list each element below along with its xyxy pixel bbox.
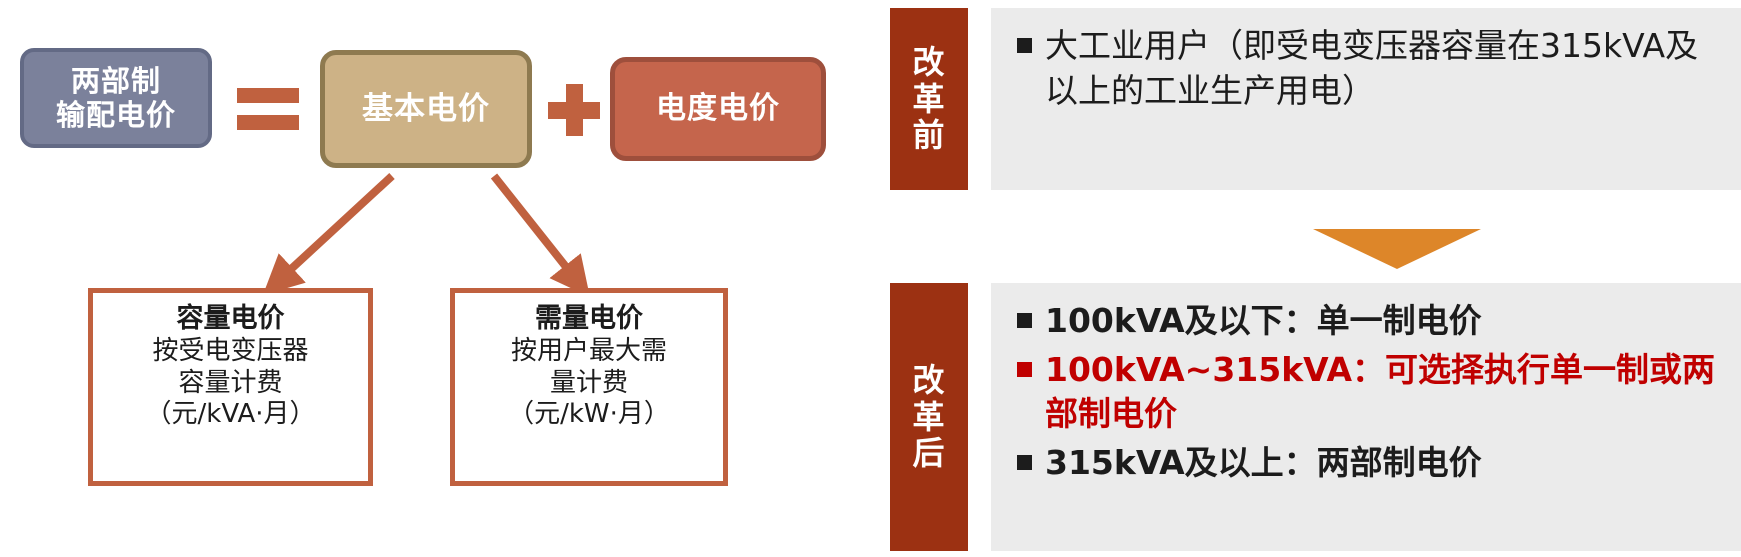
energy-price-label: 电度电价	[656, 91, 780, 127]
before-reform-panel: 大工业用户（即受电变压器容量在315kVA及以上的工业生产用电）	[991, 8, 1741, 190]
down-arrow-icon	[1313, 229, 1481, 269]
after-reform-bullet-1: 100kVA及以下：单一制电价	[1045, 301, 1482, 340]
demand-price-title: 需量电价	[535, 303, 643, 334]
two-part-tariff-box: 两部制 输配电价	[20, 48, 212, 148]
after-reform-char-1: 改	[912, 361, 946, 400]
list-item: 100kVA及以下：单一制电价	[1017, 299, 1719, 344]
list-item: 100kVA~315kVA：可选择执行单一制或两部制电价	[1017, 348, 1719, 437]
before-reform-char-2: 革	[912, 79, 946, 118]
basic-price-label: 基本电价	[362, 90, 490, 127]
capacity-price-box: 容量电价 按受电变压器 容量计费 （元/kVA·月）	[88, 288, 373, 486]
two-part-tariff-line2: 输配电价	[55, 98, 176, 132]
square-bullet-icon	[1017, 454, 1032, 470]
equals-sign-icon	[237, 88, 299, 130]
before-reform-char-1: 改	[912, 43, 946, 82]
list-item: 大工业用户（即受电变压器容量在315kVA及以上的工业生产用电）	[1017, 24, 1719, 113]
basic-price-box: 基本电价	[320, 50, 532, 168]
plus-sign-icon	[548, 84, 600, 136]
after-reform-panel: 100kVA及以下：单一制电价 100kVA~315kVA：可选择执行单一制或两…	[991, 283, 1741, 551]
demand-price-unit: （元/kW·月）	[508, 399, 670, 430]
square-bullet-icon	[1017, 313, 1032, 328]
before-reform-label: 改 革 前	[890, 8, 968, 190]
after-reform-char-2: 革	[912, 397, 946, 436]
capacity-price-line1: 按受电变压器	[152, 335, 309, 366]
after-reform-label: 改 革 后	[890, 283, 968, 551]
after-reform-bullet-2: 100kVA~315kVA：可选择执行单一制或两部制电价	[1045, 349, 1715, 434]
capacity-price-line2: 容量计费	[178, 367, 283, 398]
capacity-price-title: 容量电价	[176, 303, 285, 334]
list-item: 315kVA及以上：两部制电价	[1017, 441, 1719, 486]
energy-price-box: 电度电价	[610, 57, 826, 161]
demand-price-line1: 按用户最大需	[510, 335, 667, 366]
before-reform-char-3: 前	[912, 116, 946, 155]
capacity-price-unit: （元/kVA·月）	[145, 399, 316, 430]
demand-price-box: 需量电价 按用户最大需 量计费 （元/kW·月）	[450, 288, 728, 486]
two-part-tariff-line1: 两部制	[70, 63, 161, 98]
before-reform-bullet-1: 大工业用户（即受电变压器容量在315kVA及以上的工业生产用电）	[1045, 26, 1699, 110]
after-reform-bullet-3: 315kVA及以上：两部制电价	[1045, 442, 1482, 482]
after-reform-char-3: 后	[912, 434, 946, 473]
square-bullet-icon	[1017, 361, 1032, 377]
square-bullet-icon	[1017, 38, 1032, 53]
demand-price-line2: 量计费	[549, 367, 628, 398]
